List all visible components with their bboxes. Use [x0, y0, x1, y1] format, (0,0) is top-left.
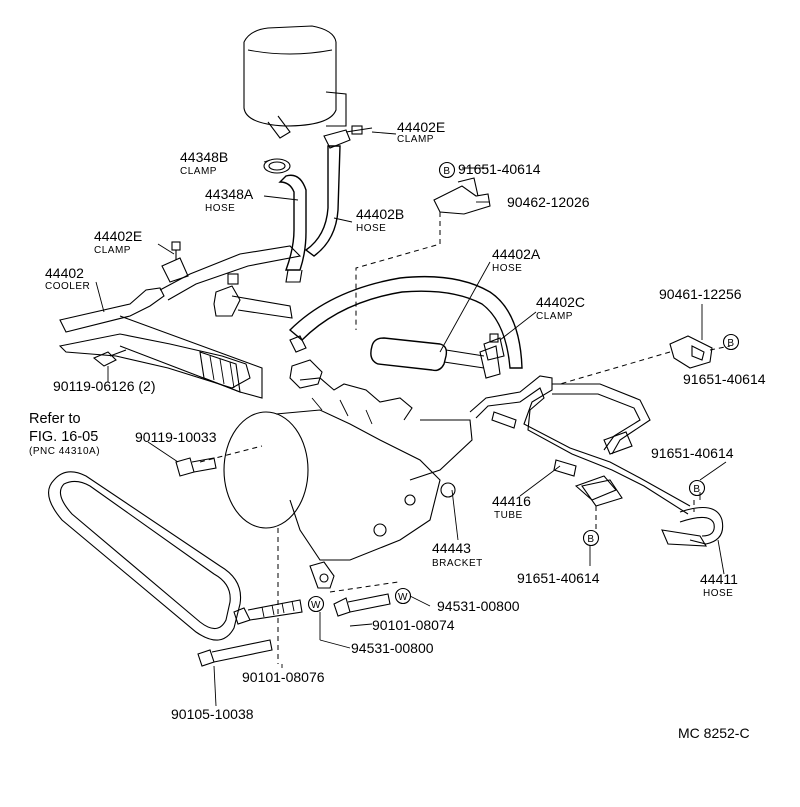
label-90101-08074: 90101-08074 [372, 617, 455, 633]
label-44402E-top-num: 44402E [397, 119, 445, 135]
marker-b-right1: B [722, 333, 740, 351]
refer-text-line2: FIG. 16-05 [29, 429, 98, 445]
bolt-90105-10038-icon [197, 639, 273, 667]
label-44411-num: 44411 [700, 571, 738, 587]
marker-w-left: W [307, 595, 325, 613]
figure-code: MC 8252-C [678, 725, 750, 741]
hose-44402B [304, 145, 341, 257]
svg-text:B: B [693, 484, 700, 495]
pump-assembly [223, 335, 473, 589]
label-94531-left: 94531-00800 [351, 640, 434, 656]
bracket-90461-12256-icon [669, 335, 713, 369]
hose-44348A [278, 174, 307, 283]
label-44348B-name: CLAMP [180, 166, 217, 177]
cooler-44402 [58, 245, 302, 399]
label-44411-name: HOSE [703, 588, 733, 599]
label-91651-top: 91651-40614 [458, 161, 541, 177]
label-44402E-left-num: 44402E [94, 228, 142, 244]
label-90462-12026: 90462-12026 [507, 194, 590, 210]
label-44402A-name: HOSE [492, 263, 522, 274]
label-44402C-num: 44402C [536, 294, 585, 310]
bolt-90101-08074-icon [333, 593, 391, 617]
svg-text:B: B [587, 534, 594, 545]
label-44402C-name: CLAMP [536, 311, 573, 322]
bolt-90101-08076-icon [233, 599, 303, 625]
label-44443-name: BRACKET [432, 558, 483, 569]
hose-44402A [288, 275, 523, 379]
label-44443-num: 44443 [432, 540, 471, 556]
marker-b-top: B [438, 161, 456, 179]
marker-w-right: W [394, 587, 412, 605]
label-91651-right1: 91651-40614 [683, 371, 766, 387]
tube-44416 [469, 375, 691, 515]
label-90101-08076: 90101-08076 [242, 669, 325, 685]
refer-text-line3: (PNC 44310A) [29, 446, 100, 457]
label-44416-num: 44416 [492, 493, 531, 509]
dashed-leaders [199, 212, 731, 664]
clamp-44402C-icon [483, 333, 505, 361]
bolt-90119-10033-icon [175, 457, 217, 477]
hose-44411 [552, 383, 724, 547]
clamp-44348B-icon [263, 158, 291, 174]
label-94531-right: 94531-00800 [437, 598, 520, 614]
bolt-90119-06126-icon [92, 349, 127, 367]
label-90461-12256: 90461-12256 [659, 286, 742, 302]
bracket-90462-12026-icon [433, 177, 491, 215]
label-44402-name: COOLER [45, 281, 90, 292]
clamp-44402E-top-icon [323, 125, 373, 149]
label-44348A-name: HOSE [205, 203, 235, 214]
refer-text-line1: Refer to [29, 411, 81, 427]
svg-text:W: W [311, 600, 321, 611]
reservoir-tank [243, 25, 347, 139]
label-44402E-top-name: CLAMP [397, 134, 434, 145]
label-44348B-num: 44348B [180, 149, 228, 165]
label-44348A-num: 44348A [205, 186, 254, 202]
hose-return-left [213, 273, 293, 319]
marker-b-bottom: B [582, 529, 600, 547]
label-44402-num: 44402 [45, 265, 84, 281]
svg-text:B: B [443, 166, 450, 177]
label-90105-10038: 90105-10038 [171, 706, 254, 722]
clamp-44402E-left-icon [161, 241, 189, 283]
label-44416-name: TUBE [494, 510, 523, 521]
svg-text:W: W [398, 592, 408, 603]
svg-text:B: B [727, 338, 734, 349]
label-91651-bottom: 91651-40614 [517, 570, 600, 586]
label-44402B-name: HOSE [356, 223, 386, 234]
label-90119-06126: 90119-06126 (2) [53, 378, 155, 394]
label-44402E-left-name: CLAMP [94, 245, 131, 256]
label-44402B-num: 44402B [356, 206, 404, 222]
bracket-lower-right-icon [581, 479, 623, 507]
label-44402A-num: 44402A [492, 246, 541, 262]
label-90119-10033: 90119-10033 [135, 429, 217, 445]
drive-belt [48, 471, 242, 641]
label-91651-right2: 91651-40614 [651, 445, 734, 461]
leader-lines [95, 131, 727, 707]
marker-b-right2: B [688, 479, 706, 497]
